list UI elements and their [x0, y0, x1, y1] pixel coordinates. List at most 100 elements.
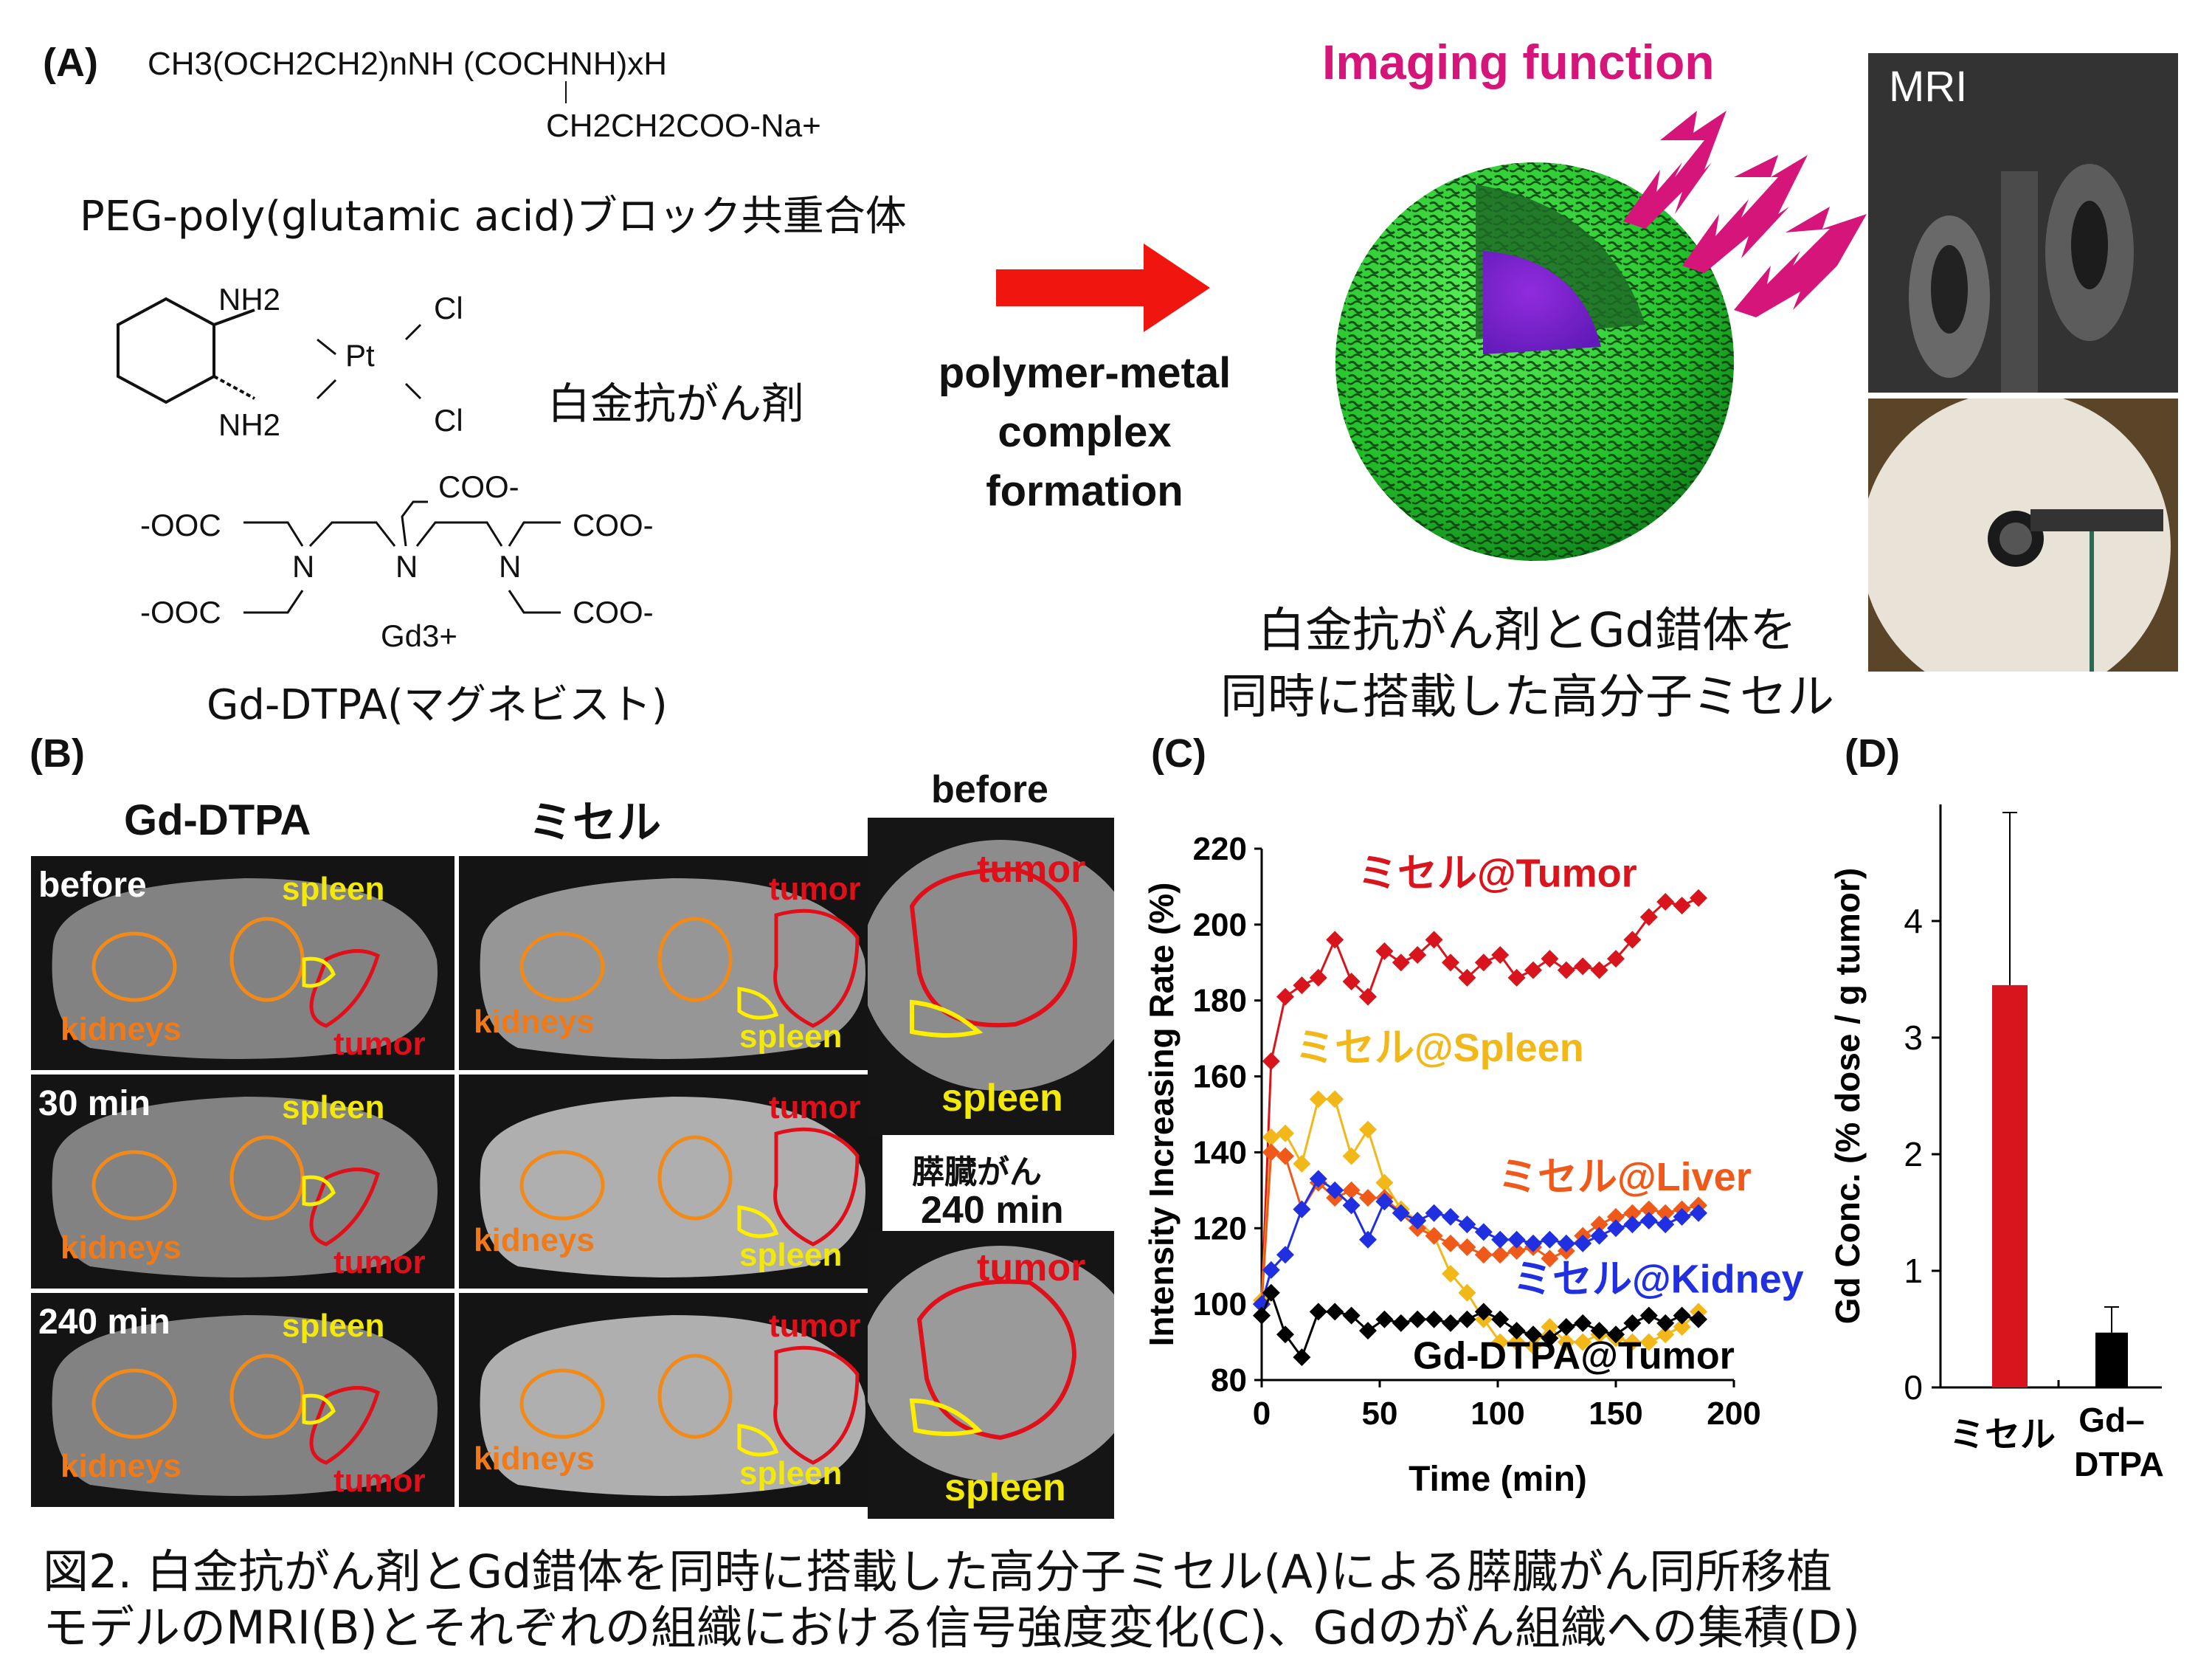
series-label: ミセル@Tumor — [1358, 851, 1637, 895]
data-point — [1442, 1265, 1459, 1283]
y-tick-label: 3 — [1904, 1018, 1923, 1057]
data-point — [1557, 1333, 1575, 1351]
y-tick-label: 2 — [1904, 1135, 1923, 1173]
data-point — [1359, 1189, 1377, 1207]
mri-machine-photo — [1868, 399, 2178, 672]
data-point — [1639, 908, 1658, 926]
data-point — [1639, 1333, 1658, 1351]
data-point — [1293, 1348, 1311, 1367]
organ-spleen-label: spleen — [282, 1308, 385, 1344]
data-point — [1474, 1223, 1493, 1241]
data-point — [1342, 1181, 1361, 1199]
x-tick-label: 100 — [1470, 1396, 1524, 1432]
data-point — [1458, 1310, 1476, 1328]
micelle-caption: 白金抗がん剤とGd錯体を 同時に搭載した高分子ミセル — [1195, 598, 1859, 731]
gd-n3: N — [499, 549, 522, 584]
data-point — [1507, 1230, 1526, 1249]
data-point — [1623, 1215, 1642, 1234]
organ-kidneys-label: kidneys — [474, 1004, 595, 1040]
data-point — [1359, 987, 1377, 1006]
nh2-top: NH2 — [218, 282, 281, 317]
organ-tumor-label: tumor — [977, 1246, 1086, 1289]
data-point — [1491, 1333, 1510, 1351]
data-point — [1276, 1147, 1294, 1165]
organ-spleen-label: spleen — [944, 1466, 1066, 1509]
x-tick-label: 200 — [1707, 1396, 1760, 1432]
data-point — [1557, 1234, 1575, 1252]
gd-n1: N — [292, 549, 315, 584]
data-point — [1309, 1303, 1327, 1321]
side-240-label: 240 min — [921, 1189, 1064, 1232]
formula-bond — [565, 81, 567, 103]
data-point — [1326, 1181, 1344, 1199]
data-point — [1507, 1333, 1526, 1351]
data-point — [1425, 1227, 1443, 1245]
organ-tumor-label: tumor — [977, 848, 1086, 891]
bar — [2095, 1332, 2128, 1387]
data-point — [1425, 1310, 1443, 1328]
mri-image: MRI — [1868, 53, 2178, 393]
data-point — [1607, 1325, 1625, 1344]
gd-ooc-left-top: -OOC — [140, 508, 221, 542]
data-point — [1673, 1318, 1691, 1336]
data-point — [1425, 1204, 1443, 1222]
organ-kidneys-label: kidneys — [61, 1229, 182, 1266]
organ-tumor-label: tumor — [333, 1026, 426, 1062]
data-point — [1590, 1215, 1608, 1234]
y-tick-label: 140 — [1193, 1134, 1247, 1170]
data-point — [1557, 1318, 1575, 1336]
arrow-text-line: complex — [998, 408, 1172, 456]
organ-spleen-label: spleen — [739, 1018, 843, 1055]
data-point — [1607, 1207, 1625, 1226]
data-point — [1276, 1246, 1294, 1264]
data-point — [1359, 1322, 1377, 1340]
data-point — [1673, 1306, 1691, 1325]
data-point — [1458, 968, 1476, 987]
column-header-gd-dtpa: Gd-DTPA — [124, 796, 311, 844]
data-point — [1491, 1230, 1510, 1249]
data-point — [1541, 950, 1559, 968]
time-label: 240 min — [38, 1303, 170, 1342]
data-point — [1309, 968, 1327, 987]
organ-kidneys-label: kidneys — [474, 1222, 595, 1258]
time-label: 30 min — [38, 1084, 151, 1123]
panel-a-label: (A) — [43, 41, 98, 85]
gd-ion: Gd3+ — [381, 618, 457, 653]
data-point — [1442, 1234, 1459, 1252]
arrow-icon — [996, 244, 1210, 332]
data-point — [1656, 893, 1675, 911]
data-point — [1326, 931, 1344, 949]
y-axis-label: Gd Conc. (% dose / g tumor) — [1828, 868, 1867, 1324]
y-axis-label: Intensity Increasing Rate (%) — [1142, 883, 1181, 1347]
series-label: ミセル@Liver — [1498, 1155, 1752, 1199]
data-point — [1590, 1322, 1608, 1340]
data-point — [1276, 1325, 1294, 1344]
data-point — [1375, 942, 1394, 960]
data-point — [1342, 1147, 1361, 1165]
polymer-name: PEG-poly(glutamic acid)ブロック共重合体 — [80, 193, 907, 241]
data-point — [1690, 1204, 1707, 1222]
data-point — [1574, 1314, 1592, 1332]
data-point — [1690, 889, 1707, 907]
data-point — [1409, 1310, 1427, 1328]
data-point — [1262, 1052, 1280, 1070]
data-point — [1574, 1333, 1592, 1351]
gd-coo-top: COO- — [438, 469, 519, 504]
data-point — [1326, 1090, 1344, 1108]
data-point — [1639, 1306, 1658, 1325]
x-tick-label: 0 — [1253, 1396, 1271, 1432]
data-point — [1590, 1227, 1608, 1245]
data-point — [1442, 1314, 1459, 1332]
gd-dtpa-name: Gd-DTPA(マグネビスト) — [207, 681, 668, 729]
organ-spleen-label: spleen — [941, 1077, 1063, 1120]
mri-side-before: tumor spleen — [868, 818, 1114, 1135]
data-point — [1656, 1314, 1675, 1332]
mri-side-240: tumor spleen — [868, 1231, 1114, 1519]
data-point — [1541, 1249, 1559, 1268]
cyclohexane-ring — [117, 297, 215, 404]
